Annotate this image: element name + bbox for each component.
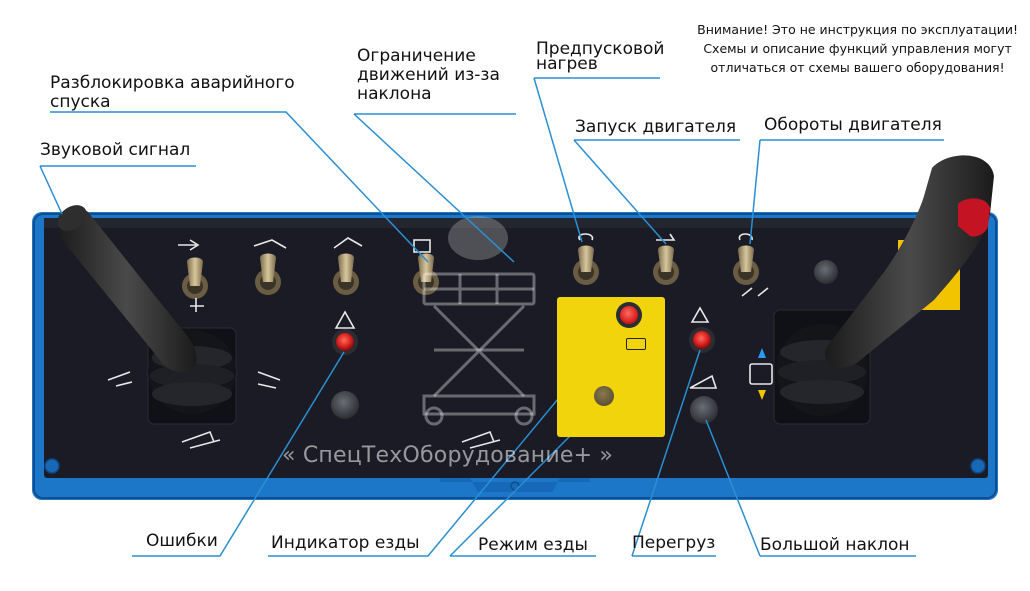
toggle-switch-engine-start[interactable] xyxy=(653,245,679,286)
label-overload: Перегруз xyxy=(632,533,716,553)
left-joystick-top xyxy=(57,205,87,231)
label-drive-indicator: Индикатор езды xyxy=(271,533,420,553)
error-warning-icon xyxy=(334,310,356,329)
toggle-switch-engine-rpm[interactable] xyxy=(733,245,759,286)
rabbit-turtle-icon xyxy=(741,287,769,297)
label-tilt-limit: Ограничение движений из-за наклона xyxy=(357,46,500,104)
panel-face-highlight xyxy=(44,218,988,228)
drive-mode-knob-overlay[interactable] xyxy=(594,386,614,406)
left-joystick-grip xyxy=(57,207,197,373)
label-high-tilt: Большой наклон xyxy=(760,535,910,555)
toggle-switch-preheat[interactable] xyxy=(573,245,599,286)
dark-knob-top-right[interactable] xyxy=(814,260,838,284)
leader-tilt-limit xyxy=(353,113,516,263)
joystick-lift-icon xyxy=(181,430,221,449)
toggle-lever xyxy=(658,245,674,272)
card-car-icon xyxy=(626,338,646,350)
overload-indicator-light xyxy=(689,327,715,353)
joystick-down-icon xyxy=(190,298,204,312)
right-joystick-red-trigger[interactable] xyxy=(958,198,990,237)
watermark-text: « СпецТехОборудование+ » xyxy=(282,443,614,468)
steer-right-icon xyxy=(257,371,281,389)
left-joystick[interactable] xyxy=(53,200,237,425)
toggle-lever xyxy=(738,245,754,272)
platform-icon xyxy=(413,239,431,253)
screw-bottom-right xyxy=(970,458,986,474)
warning-notice: Внимание! Это не инструкция по эксплуата… xyxy=(697,22,1018,75)
label-preheat: Предпусковой нагрев xyxy=(536,39,665,74)
drive-indicator-light xyxy=(616,302,642,328)
high-tilt-indicator-button[interactable] xyxy=(690,396,718,424)
lift-right-icon xyxy=(461,430,501,449)
label-drive-mode: Режим езды xyxy=(478,535,588,555)
lift-icon xyxy=(333,237,363,249)
drive-enable-instruction-card xyxy=(557,297,665,437)
toggle-switch-2[interactable] xyxy=(255,253,281,296)
right-joystick-grip xyxy=(824,155,994,368)
leader-errors xyxy=(132,351,345,557)
panel-symbol-icons xyxy=(107,233,769,449)
scissor-lift-watermark-figure xyxy=(422,272,536,426)
toggle-lever xyxy=(338,253,354,282)
center-joystick-ghost xyxy=(448,216,508,260)
label-engine-start: Запуск двигателя xyxy=(575,117,737,137)
leader-horn xyxy=(39,165,196,215)
rpm-icon xyxy=(738,233,753,241)
label-engine-rpm: Обороты двигателя xyxy=(764,115,942,135)
screw-bottom-left xyxy=(44,458,60,474)
toggle-lever xyxy=(578,245,594,272)
leader-high-tilt xyxy=(705,419,916,557)
toggle-lever xyxy=(260,253,276,282)
toggle-switch-emergency-lowering[interactable] xyxy=(182,257,208,300)
steer-left-icon xyxy=(107,371,133,387)
leader-emergency-unlock xyxy=(50,111,429,263)
toggle-lever xyxy=(418,253,434,282)
right-joystick[interactable] xyxy=(773,155,994,425)
tilt-warning-icon xyxy=(689,374,718,389)
label-errors: Ошибки xyxy=(146,531,218,551)
error-indicator-light xyxy=(332,329,358,355)
toggle-switch-3[interactable] xyxy=(333,253,359,296)
direction-arrows-icon xyxy=(749,348,773,400)
leader-overload xyxy=(631,349,716,557)
panel-frame-inner-shadow xyxy=(33,213,997,499)
label-horn: Звуковой сигнал xyxy=(40,140,191,160)
glow-plug-icon xyxy=(578,233,594,241)
leader-engine-start xyxy=(573,139,740,245)
tilt-icon xyxy=(253,239,287,249)
toggle-switch-tilt-limit[interactable] xyxy=(413,253,439,296)
leader-preheat xyxy=(533,77,660,243)
leader-engine-rpm xyxy=(749,139,944,245)
label-emergency-unlock: Разблокировка аварийного спуска xyxy=(50,73,295,112)
overload-symbol-icon xyxy=(690,306,710,323)
toggle-lever xyxy=(187,257,203,286)
error-reset-button[interactable] xyxy=(331,391,359,419)
drive-forward-icon xyxy=(178,239,200,251)
